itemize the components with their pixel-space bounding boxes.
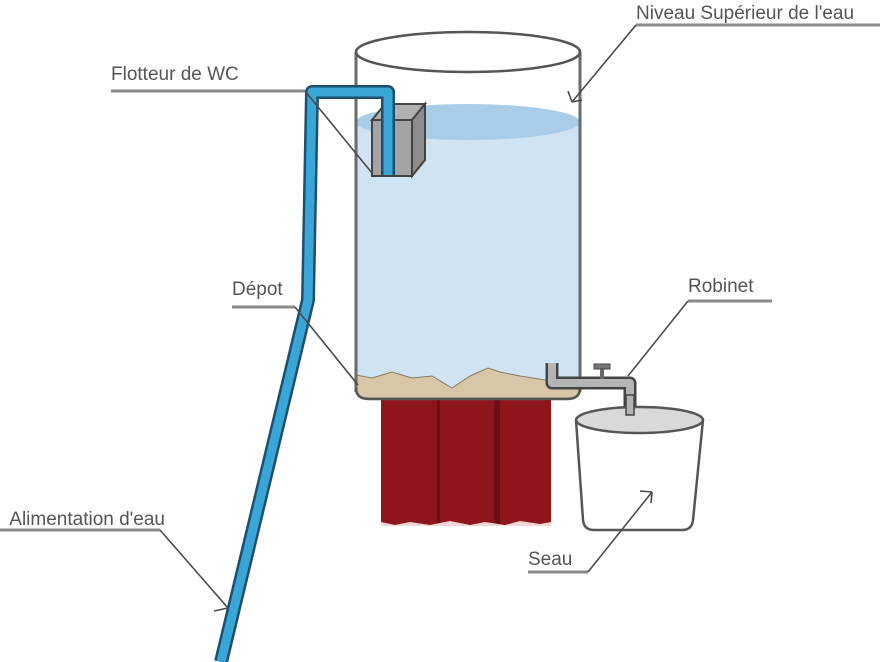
label-supply: Alimentation d'eau (0, 509, 229, 612)
tap-valve-handle (593, 363, 611, 370)
bucket-body (574, 419, 705, 532)
brick-seam-2 (494, 398, 500, 526)
brick-support (381, 398, 551, 526)
water-body (356, 122, 580, 398)
label-deposit: Dépot (232, 279, 359, 386)
label-bucket: Seau (528, 490, 653, 574)
label-float: Flotteur de WC (111, 64, 373, 174)
label-tap-leader (627, 300, 689, 377)
tap-valve-stem (600, 367, 604, 379)
brick-support-block (381, 398, 551, 526)
label-float-leader (304, 90, 373, 174)
label-bucket-arrowhead (639, 490, 653, 504)
label-supply-arrowhead (213, 607, 229, 612)
label-top-level-arrowhead (567, 90, 583, 103)
brick-bottom-edge (381, 521, 551, 526)
label-deposit-leader (294, 306, 359, 386)
supply-pipe-fill (216, 87, 393, 662)
label-deposit-text: Dépot (232, 279, 283, 300)
label-float-text: Flotteur de WC (111, 64, 239, 85)
label-bucket-text: Seau (528, 549, 572, 570)
bucket (574, 394, 705, 532)
bucket-rim (574, 405, 705, 435)
label-top-level-text: Niveau Supérieur de l'eau (636, 3, 854, 24)
tank (354, 30, 582, 401)
label-supply-text: Alimentation d'eau (9, 509, 165, 530)
wc-float (369, 101, 428, 179)
label-tap-text: Robinet (688, 276, 754, 297)
tank-bottom (354, 387, 582, 401)
tank-rim (354, 30, 582, 74)
label-bucket-leader (587, 491, 653, 573)
label-top-level: Niveau Supérieur de l'eau (567, 3, 880, 103)
brick-seam-1 (437, 398, 440, 526)
label-supply-leader (159, 529, 229, 609)
tap-outlet (625, 394, 635, 416)
label-top-level-leader (571, 24, 637, 103)
supply-pipe (214, 85, 395, 662)
label-tap: Robinet (627, 276, 772, 377)
